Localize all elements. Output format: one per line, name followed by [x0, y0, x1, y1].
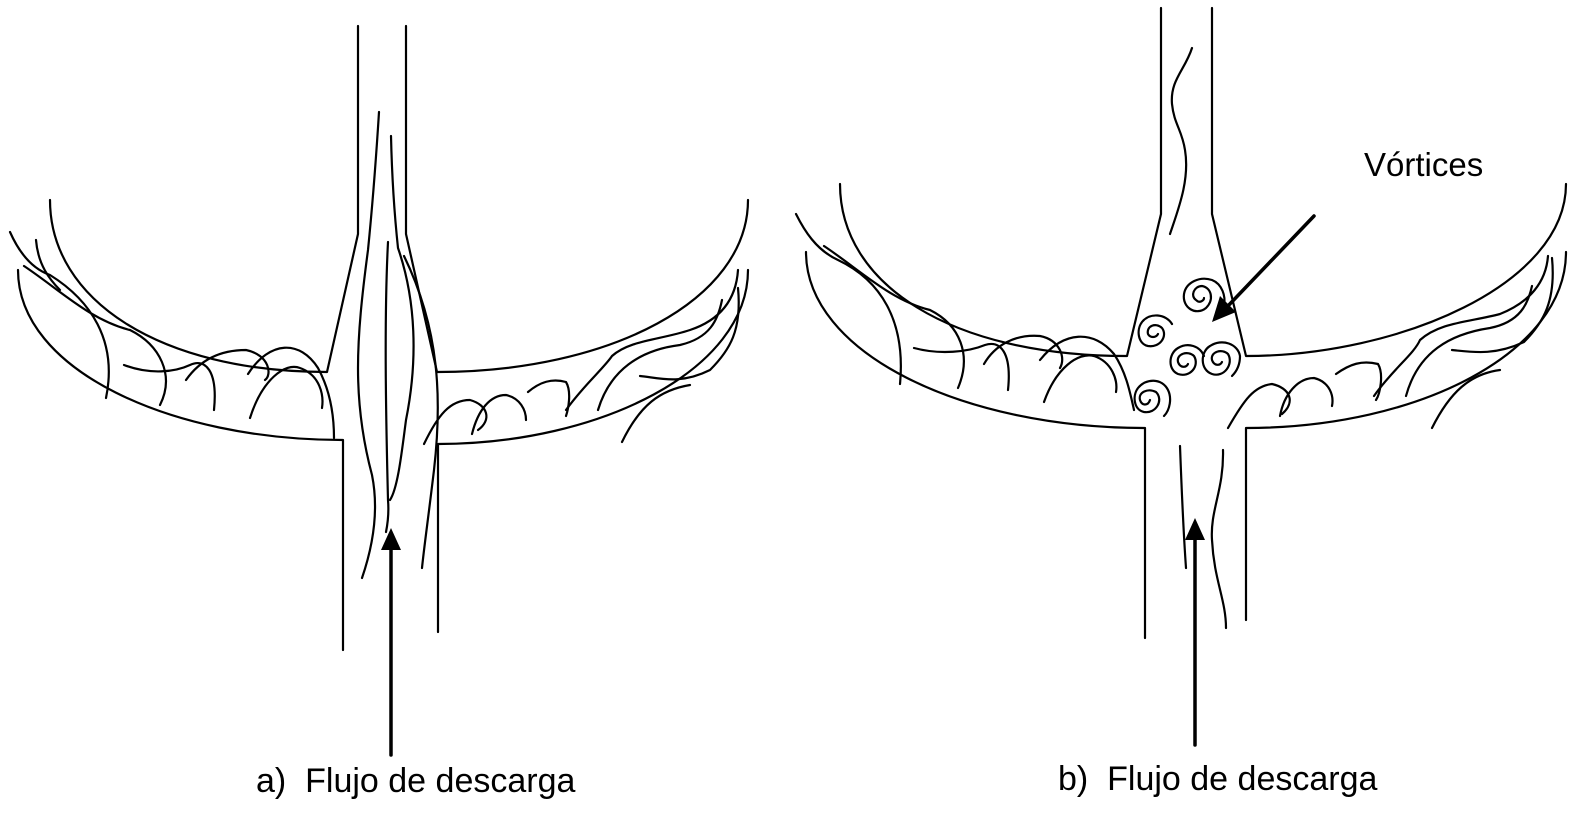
panel-b	[796, 8, 1566, 745]
panel-b-vortex	[1171, 345, 1205, 375]
panel-b-streamline	[1170, 48, 1192, 234]
vortex-label: Vórtices	[1364, 148, 1483, 181]
panel-a-streamline	[24, 266, 166, 405]
panel-b-vortex	[1139, 315, 1172, 346]
panel-b-caption: b) Flujo de descarga	[1058, 762, 1377, 796]
panel-a-tank-inner-wall-right	[406, 26, 748, 372]
panel-b-tank-inner-wall	[840, 8, 1161, 356]
panel-a-tank-outer-wall	[18, 270, 343, 650]
panel-b-streamline	[1432, 370, 1500, 428]
panel-b-streamline	[1044, 355, 1116, 402]
panel-b-streamline	[824, 246, 964, 388]
panel-a-discharge-arrowhead	[381, 528, 401, 550]
panel-b-streamline	[1280, 378, 1332, 416]
panel-b-vortex	[1203, 342, 1240, 376]
panel-b-streamline	[1180, 446, 1186, 568]
panel-b-tank-outer-wall-right	[1246, 252, 1566, 620]
panel-a-streamline	[390, 136, 414, 500]
panel-a-caption: a) Flujo de descarga	[256, 764, 575, 798]
panel-a-streamline	[598, 300, 722, 410]
panel-b-streamline	[1228, 384, 1290, 428]
panel-b-streamline	[1212, 450, 1226, 628]
panel-a-streamline	[528, 380, 569, 416]
panel-a-streamline	[358, 112, 379, 578]
panel-a	[10, 26, 748, 755]
panel-a-streamline	[566, 270, 738, 410]
panel-b-streamline	[1040, 337, 1134, 410]
panel-b-tank-outer-wall	[806, 252, 1145, 638]
panel-a-streamline	[424, 400, 486, 444]
panel-a-streamline	[250, 367, 322, 418]
panel-b-streamline	[1374, 256, 1548, 396]
panel-b-streamline	[796, 214, 901, 384]
panel-b-discharge-arrowhead	[1185, 518, 1205, 540]
panel-b-vortex	[1135, 381, 1170, 416]
panel-a-streamline	[386, 242, 389, 532]
panel-b-vortex-pointer-arrow	[1226, 216, 1314, 308]
